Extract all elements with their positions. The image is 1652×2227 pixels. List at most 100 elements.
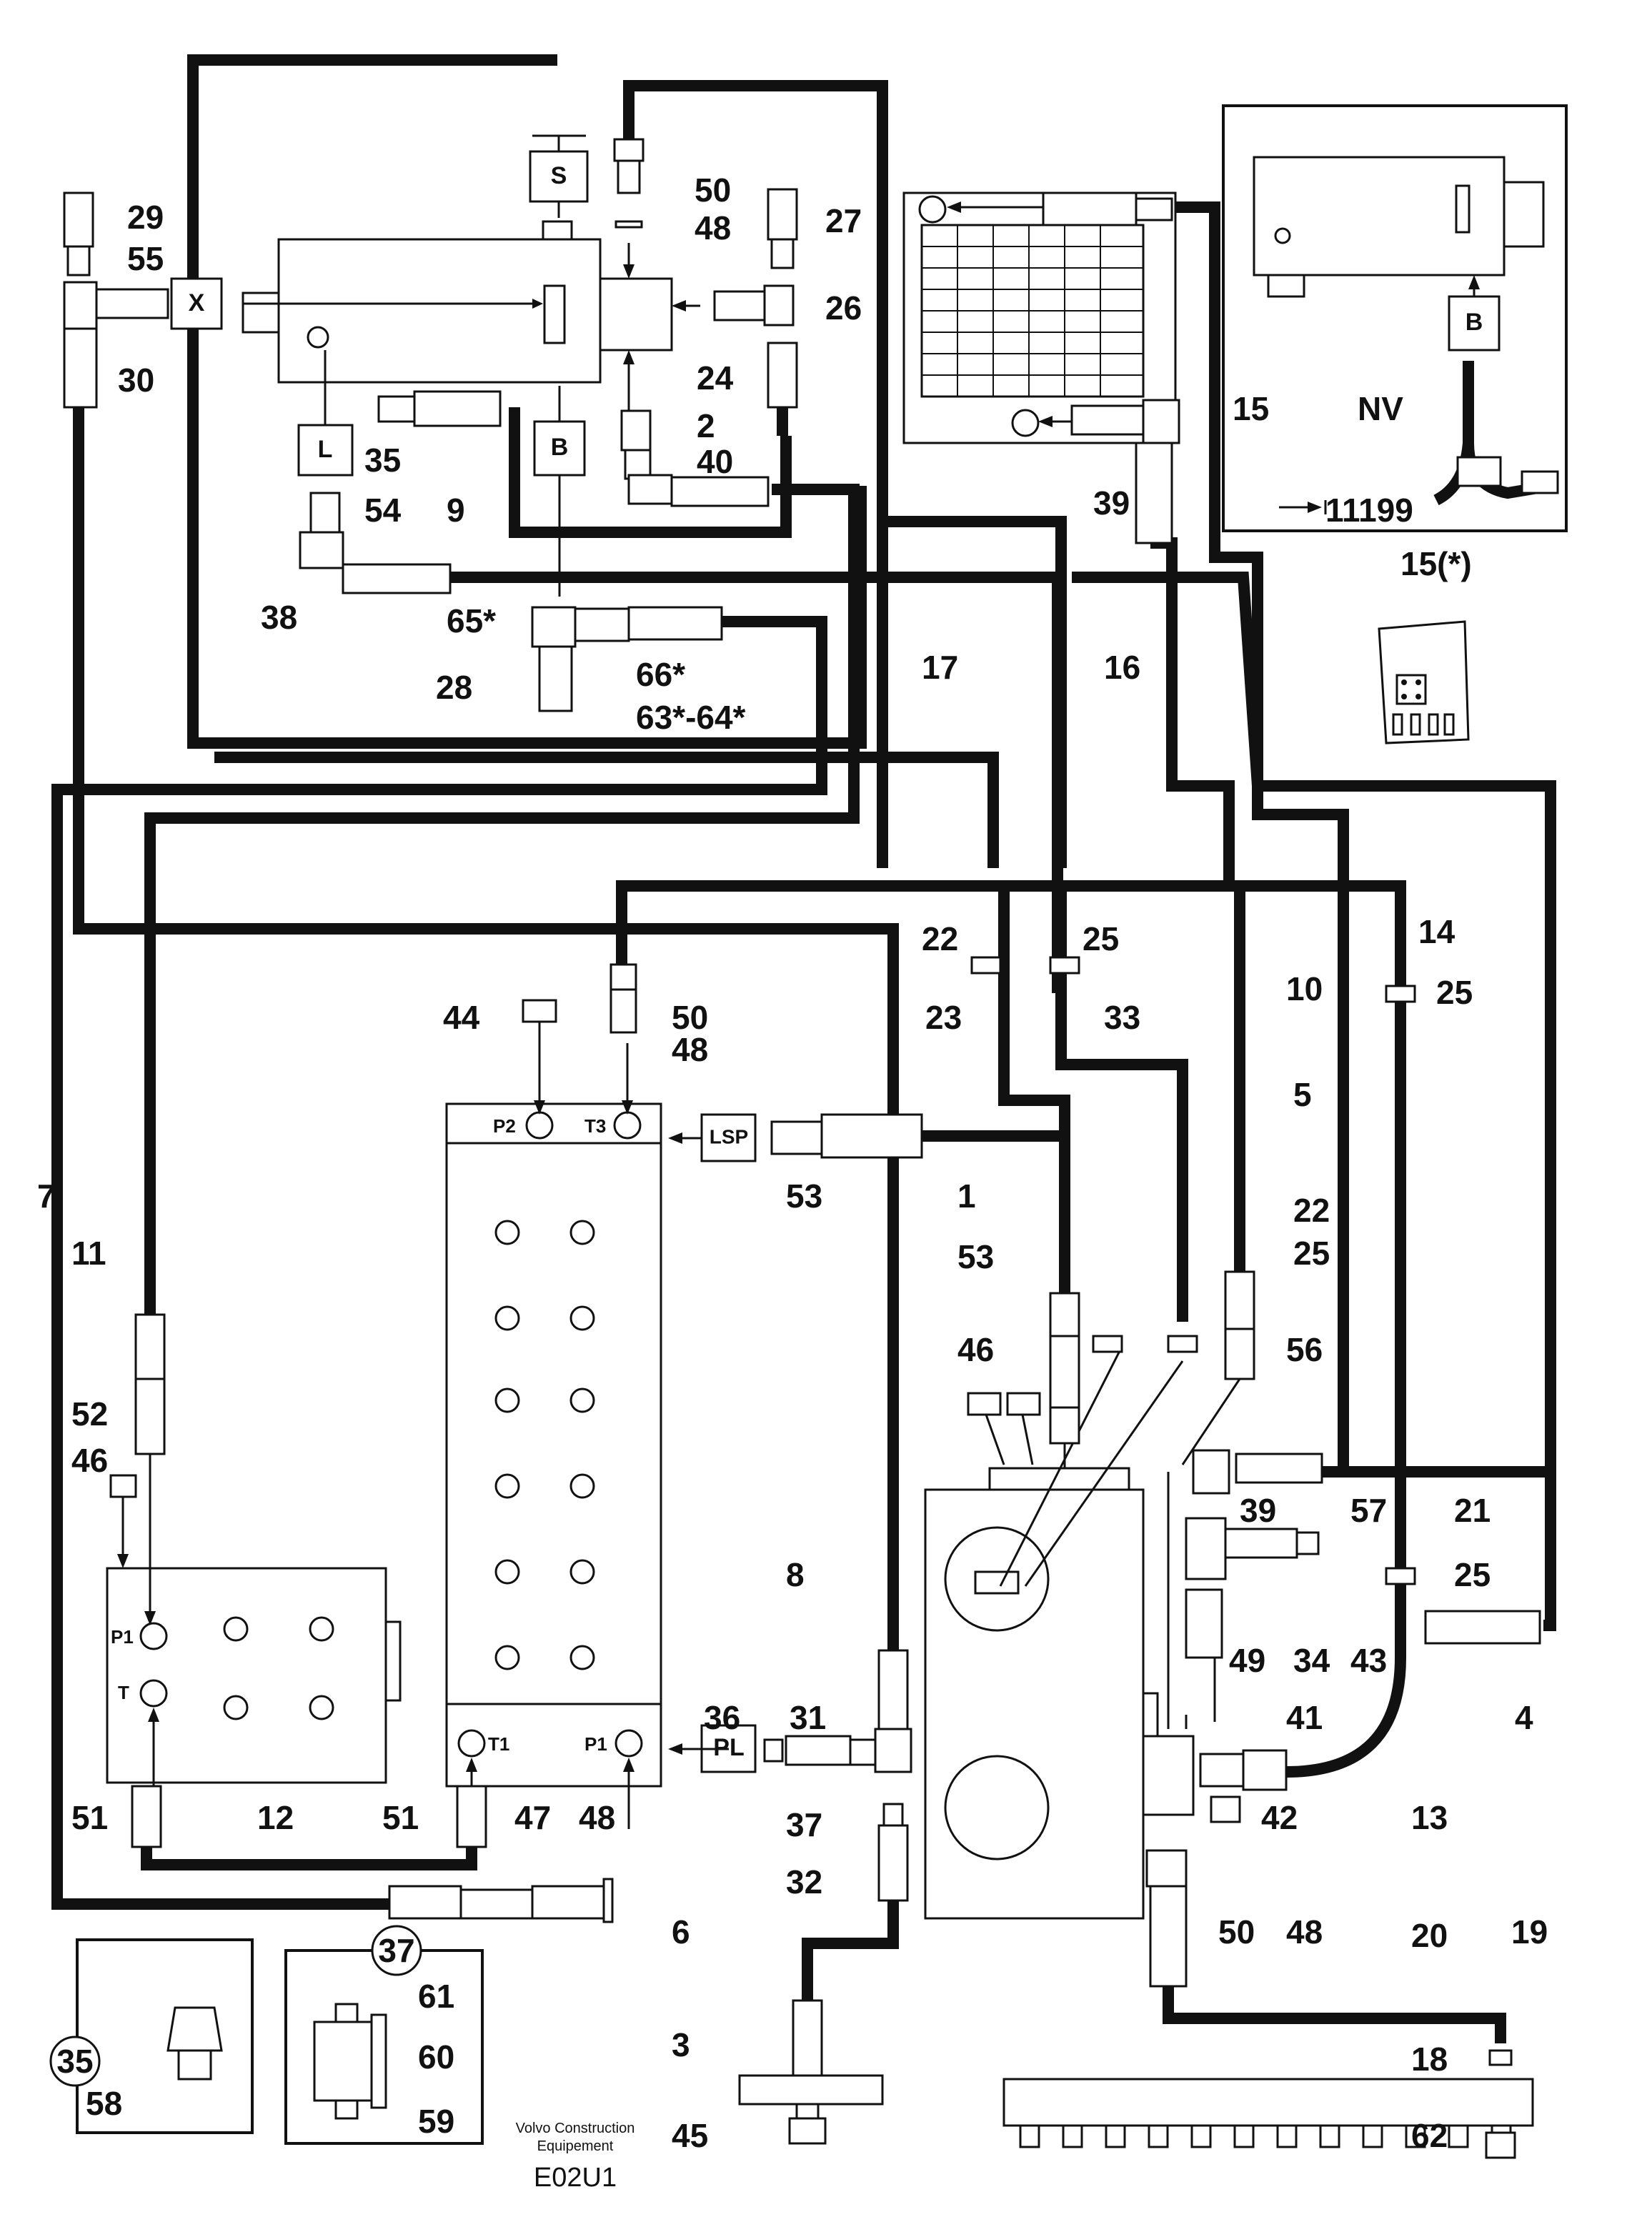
box-lsp: LSP xyxy=(710,1125,748,1147)
callout-47: 47 xyxy=(514,1799,551,1836)
callout-1: 1 xyxy=(957,1177,976,1215)
callout-53-lsp: 53 xyxy=(786,1177,822,1215)
main-valve-holes xyxy=(494,1220,595,1670)
callout-63-64: 63*-64* xyxy=(636,699,746,736)
label-boxes: S X L B B LSP PL xyxy=(170,134,1501,1773)
callout-22-top: 22 xyxy=(922,920,958,957)
callout-57: 57 xyxy=(1350,1492,1387,1529)
callout-40: 40 xyxy=(697,443,733,480)
callout-42: 42 xyxy=(1261,1799,1298,1836)
port-p1-main xyxy=(614,1729,643,1758)
top-valve-port xyxy=(307,326,329,349)
callout-31: 31 xyxy=(790,1699,826,1736)
callout-36: 36 xyxy=(704,1699,740,1736)
callout-25-14: 25 xyxy=(1436,974,1473,1011)
bottom-plate xyxy=(738,2074,884,2106)
top-valve-slot xyxy=(543,284,566,344)
port-label-p1-main: P1 xyxy=(584,1733,607,1755)
callout-34: 34 xyxy=(1293,1642,1330,1679)
callout-37: 37 xyxy=(786,1806,822,1843)
callout-14: 14 xyxy=(1418,913,1456,950)
caption-line1: Volvo Construction xyxy=(516,2121,635,2136)
callout-3: 3 xyxy=(672,2026,690,2063)
hose-66 xyxy=(51,616,827,1910)
callout-46-left: 46 xyxy=(71,1442,108,1479)
callout-39-right: 39 xyxy=(1240,1492,1276,1529)
callout-55: 55 xyxy=(127,240,164,277)
callouts: 29 55 30 50 48 27 26 24 2 40 35 54 9 38 … xyxy=(37,171,1548,2154)
callout-33: 33 xyxy=(1104,999,1140,1036)
callout-43: 43 xyxy=(1350,1642,1387,1679)
pump-flange-lower xyxy=(944,1755,1050,1860)
hose-radiator xyxy=(1165,201,1349,1478)
box-l: L xyxy=(318,436,333,463)
callout-38: 38 xyxy=(261,599,297,636)
inset-frame xyxy=(1222,104,1568,532)
top-valve-connector xyxy=(599,277,673,352)
callout-4: 4 xyxy=(1515,1699,1533,1736)
port-p2 xyxy=(525,1111,554,1140)
callout-20: 20 xyxy=(1411,1917,1448,1954)
leader-lines xyxy=(117,201,1480,1829)
hose-12 xyxy=(141,1847,477,1870)
callout-25-top: 25 xyxy=(1083,920,1119,957)
main-control-valve xyxy=(445,1102,662,1788)
callout-2: 2 xyxy=(697,407,715,444)
callout-52: 52 xyxy=(71,1395,108,1433)
callout-51-right: 51 xyxy=(382,1799,419,1836)
top-valve-tab xyxy=(542,220,573,241)
callout-11: 11 xyxy=(71,1235,106,1272)
top-valve-left-stub xyxy=(242,292,280,334)
callout-62: 62 xyxy=(1411,2117,1448,2154)
callout-48-top: 48 xyxy=(695,209,731,246)
box-x: X xyxy=(189,289,205,317)
callout-44: 44 xyxy=(443,999,480,1036)
hose-6 xyxy=(802,1900,899,2001)
callout-10: 10 xyxy=(1286,970,1323,1007)
callout-16: 16 xyxy=(1104,649,1140,686)
callout-53-mid: 53 xyxy=(957,1238,994,1275)
callout-48-right: 48 xyxy=(1286,1913,1323,1951)
callout-56: 56 xyxy=(1286,1331,1323,1368)
callout-35: 35 xyxy=(364,442,401,479)
callout-58: 58 xyxy=(86,2085,122,2122)
hose-17 xyxy=(214,752,999,868)
cooler-inlet xyxy=(918,195,947,224)
callout-66: 66* xyxy=(636,656,685,693)
inset-unit-slot xyxy=(1455,184,1471,234)
callout-11199: 11199 xyxy=(1325,492,1413,529)
callout-32: 32 xyxy=(786,1863,822,1900)
caption-line2: Equipement xyxy=(537,2138,614,2154)
cooler-outlet xyxy=(1011,409,1040,437)
hose-39 xyxy=(1150,537,1245,1272)
port-label-t3: T3 xyxy=(584,1115,606,1137)
callout-25-mid: 25 xyxy=(1293,1235,1330,1272)
callout-54: 54 xyxy=(364,492,402,529)
caption-code: E02U1 xyxy=(534,2163,617,2193)
inset-unit-stub xyxy=(1503,181,1545,248)
box-b-top: B xyxy=(551,434,569,461)
box-s: S xyxy=(551,162,567,189)
callout-50-mid: 50 xyxy=(672,999,708,1036)
callout-9: 9 xyxy=(447,492,465,529)
callout-45: 45 xyxy=(672,2117,708,2154)
hose-14 xyxy=(616,880,1406,1778)
callout-48-mid: 48 xyxy=(672,1031,708,1068)
hose-1 xyxy=(922,1130,1070,1293)
callout-51-left: 51 xyxy=(71,1799,108,1836)
callout-21: 21 xyxy=(1454,1492,1491,1529)
hoses xyxy=(51,54,1556,2043)
caption: Volvo Construction Equipement E02U1 xyxy=(516,2121,635,2193)
callout-39-top: 39 xyxy=(1093,484,1130,522)
cooler-grid-lines xyxy=(922,225,1143,397)
hose-20 xyxy=(1163,1986,1506,2043)
callout-35-circle: 35 xyxy=(56,2043,93,2080)
port-t-left xyxy=(139,1679,168,1708)
port-labels: P2 T3 P1 T T1 P1 xyxy=(111,1115,607,1755)
callout-27: 27 xyxy=(825,202,862,239)
callout-50-bottom: 50 xyxy=(1218,1913,1255,1951)
callout-60: 60 xyxy=(418,2038,454,2076)
pump-side-block xyxy=(1142,1735,1195,1816)
callout-41: 41 xyxy=(1286,1699,1323,1736)
